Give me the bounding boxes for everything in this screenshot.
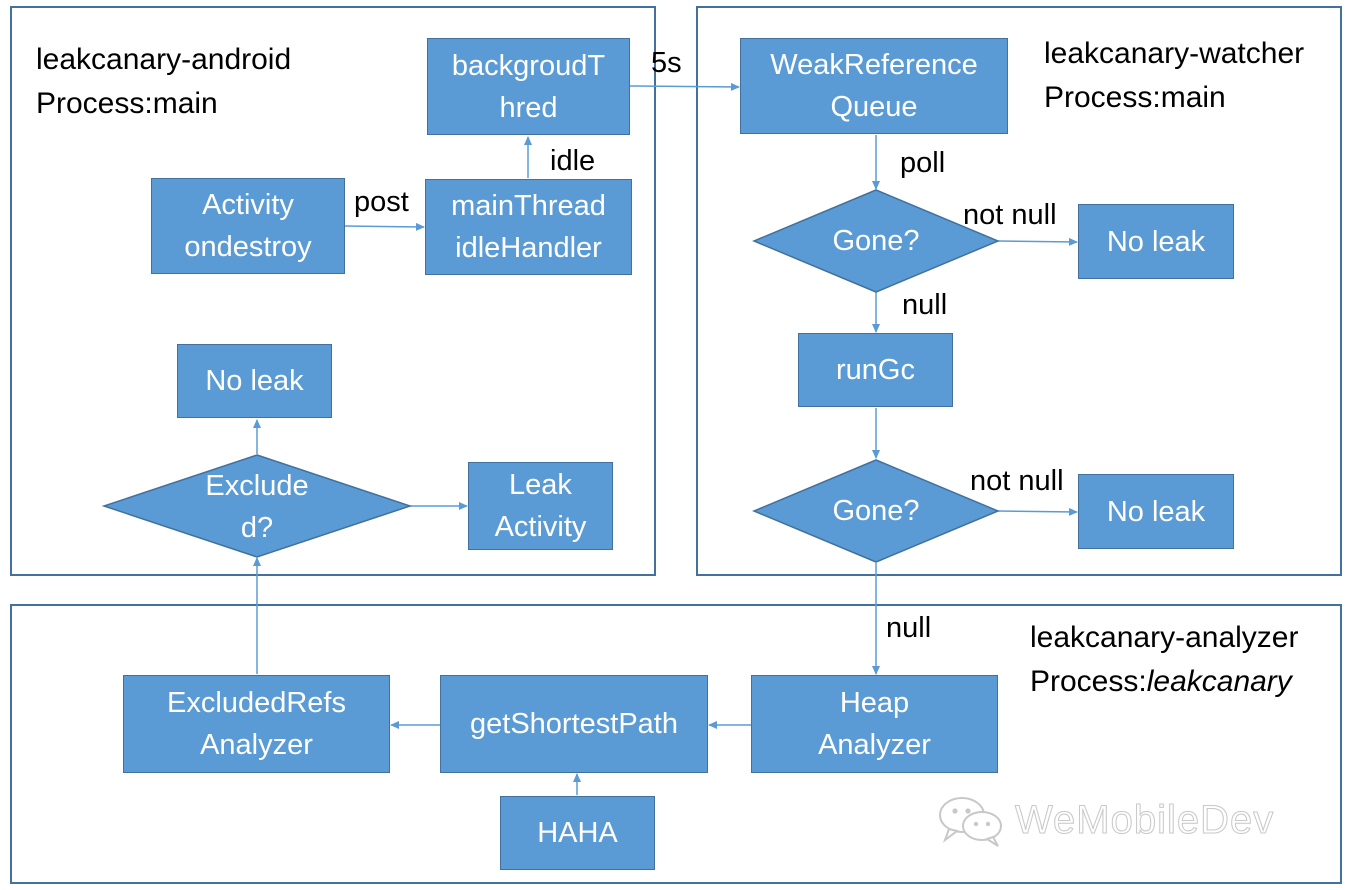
- wechat-icon: [939, 797, 1002, 847]
- no-leak-watcher-1-label: No leak: [1106, 225, 1206, 258]
- gone-decision-1-node: Gone?: [776, 220, 976, 262]
- idle-handler-line2: idleHandler: [455, 232, 602, 264]
- no-leak-watcher-2-label: No leak: [1106, 495, 1206, 528]
- edge-label-not-null-1: not null: [963, 199, 1057, 231]
- get-shortest-path-label: getShortestPath: [470, 708, 678, 740]
- edge-gone2-to-noleak: [997, 507, 1078, 516]
- leak-activity-node: Leak Activity: [468, 462, 613, 550]
- haha-node: HAHA: [500, 796, 655, 870]
- panel-leakcanary-analyzer: [10, 604, 1342, 884]
- idle-handler-line1: mainThread: [451, 190, 606, 222]
- excluded-refs-line1: ExcludedRefs: [167, 687, 346, 719]
- edge-label-null-1: null: [902, 289, 948, 321]
- weak-reference-queue-line2: Queue: [830, 91, 918, 123]
- edge-label-poll: poll: [900, 147, 946, 179]
- panel-leakcanary-android: [10, 6, 656, 576]
- analyzer-process-name: leakcanary: [1146, 665, 1292, 698]
- edge-label-null-2: null: [886, 612, 932, 644]
- excluded-line2: d?: [240, 512, 274, 544]
- leak-activity-line1: Leak: [509, 469, 572, 501]
- gone-2-label: Gone?: [832, 495, 920, 527]
- background-thread-line1: backgroudT: [451, 49, 606, 82]
- watcher-panel-title: leakcanary-watcher Process:main: [1044, 32, 1304, 120]
- background-thread-line2: hred: [499, 91, 558, 124]
- analyzer-panel-title-module: leakcanary-analyzer: [1030, 621, 1299, 654]
- watcher-panel-title-module: leakcanary-watcher: [1044, 37, 1305, 70]
- edge-label-5s: 5s: [651, 47, 682, 79]
- edge-label-post: post: [354, 186, 409, 218]
- android-panel-title-process: Process:main: [36, 87, 218, 120]
- watermark-text: WeMobileDev: [1014, 797, 1275, 842]
- gone-1-label: Gone?: [832, 225, 920, 257]
- gone-diamond-1-shape: [752, 189, 1000, 293]
- panel-leakcanary-watcher: [696, 6, 1342, 576]
- analyzer-panel-title-process: Process:leakcanary: [1030, 660, 1298, 704]
- excluded-refs-line2: Analyzer: [200, 729, 313, 761]
- edge-gone1-to-noleak: [997, 237, 1078, 246]
- heap-analyzer-line1: Heap: [839, 687, 910, 719]
- activity-ondestroy-line1: Activity: [202, 189, 294, 221]
- watermark: WeMobileDev: [935, 790, 1274, 850]
- edge-label-not-null-2: not null: [970, 465, 1064, 497]
- leak-activity-line2: Activity: [494, 511, 587, 543]
- run-gc-label: runGc: [836, 354, 915, 386]
- analyzer-panel-title: leakcanary-analyzer Process:leakcanary: [1030, 616, 1298, 704]
- get-shortest-path-node: getShortestPath: [440, 675, 708, 773]
- gone-diamond-2-shape: [752, 459, 1000, 563]
- run-gc-node: runGc: [798, 333, 953, 407]
- no-leak-watcher-1-node: No leak: [1078, 204, 1234, 279]
- analyzer-process-prefix: Process:: [1030, 665, 1147, 698]
- heap-analyzer-line2: Analyzer: [818, 729, 931, 761]
- no-leak-android-node: No leak: [177, 344, 332, 418]
- excluded-decision-node: Exclude d?: [157, 465, 357, 549]
- excluded-line1: Exclude: [205, 470, 309, 502]
- activity-ondestroy-line2: ondestroy: [184, 231, 312, 263]
- background-thread-node: backgroudT hred: [427, 38, 630, 135]
- excluded-diamond-shape: [101, 454, 413, 558]
- gone-decision-2-node: Gone?: [776, 490, 976, 532]
- excluded-refs-analyzer-node: ExcludedRefs Analyzer: [123, 675, 390, 773]
- no-leak-android-label: No leak: [205, 365, 304, 397]
- weak-reference-queue-node: WeakReference Queue: [740, 38, 1008, 134]
- edge-label-idle: idle: [550, 145, 596, 177]
- edge-backgroundthread-to-queue: [629, 82, 740, 91]
- weak-reference-queue-line1: WeakReference: [770, 49, 978, 81]
- edge-activity-to-idlehandler: [344, 222, 425, 231]
- activity-ondestroy-node: Activity ondestroy: [151, 178, 345, 274]
- android-panel-title-module: leakcanary-android: [36, 43, 292, 76]
- watcher-panel-title-process: Process:main: [1044, 81, 1226, 114]
- no-leak-watcher-2-node: No leak: [1078, 474, 1234, 549]
- heap-analyzer-node: Heap Analyzer: [751, 675, 998, 773]
- main-thread-idle-handler-node: mainThread idleHandler: [425, 179, 632, 275]
- android-panel-title: leakcanary-android Process:main: [36, 38, 291, 126]
- haha-label: HAHA: [537, 817, 618, 849]
